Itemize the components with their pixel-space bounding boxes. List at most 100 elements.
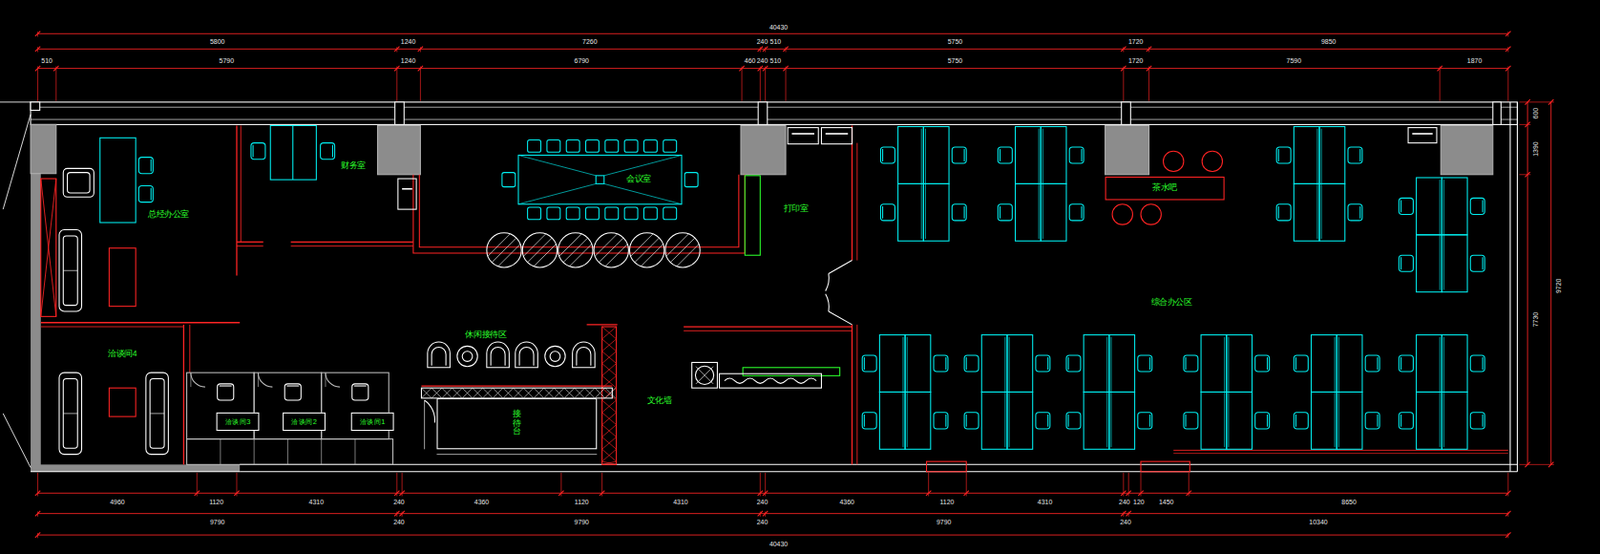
wall-hatch — [602, 338, 617, 352]
sofa-cushion — [63, 270, 78, 272]
chair — [1347, 147, 1363, 164]
wall-hatch — [602, 436, 617, 449]
extension-line — [1188, 472, 1190, 497]
extension-line — [1507, 31, 1509, 37]
wall-line — [291, 241, 414, 243]
chair — [1255, 355, 1270, 372]
bar-stool — [1112, 204, 1133, 225]
chair — [138, 186, 153, 203]
chair-back — [1482, 414, 1484, 427]
chair — [1035, 412, 1051, 429]
chair — [1365, 412, 1380, 429]
bench-divider — [320, 439, 322, 465]
fan-unit — [692, 361, 718, 388]
wall-hatch — [602, 461, 617, 464]
desk-screen — [906, 336, 908, 447]
extension-line — [759, 472, 761, 497]
chair-back — [1278, 148, 1280, 162]
dimension-text: 240 — [757, 38, 769, 45]
bench-divider — [287, 439, 289, 465]
extension-line — [1128, 511, 1130, 517]
dimension-text: 1720 — [1128, 58, 1143, 65]
exterior-line — [0, 101, 31, 103]
planter-line — [487, 233, 511, 257]
window-mullion — [757, 102, 768, 126]
chair-back — [1149, 414, 1151, 427]
planter — [629, 232, 664, 268]
window-opening — [1140, 461, 1190, 472]
chair-back — [1482, 357, 1484, 370]
room-label: 文化墙 — [646, 396, 674, 407]
chair — [1293, 355, 1308, 372]
planter-line — [594, 233, 618, 257]
dimension-text: 10340 — [1308, 519, 1327, 527]
band-cross — [472, 387, 484, 399]
chair-back — [1047, 414, 1049, 427]
desk — [1226, 335, 1253, 393]
chair — [1137, 355, 1153, 372]
wall-line — [183, 324, 185, 464]
room-label: 打印室 — [782, 204, 810, 215]
fan — [694, 365, 714, 384]
extension-line — [37, 65, 39, 101]
chair-back — [1185, 414, 1187, 427]
door-leaf — [828, 311, 853, 325]
wall-hatch — [602, 436, 617, 449]
dimension-tick — [418, 46, 423, 52]
chair — [1470, 412, 1485, 429]
wall-hatch — [602, 338, 617, 352]
band-cross — [605, 387, 616, 399]
chair — [1276, 204, 1291, 221]
side-table — [549, 351, 561, 362]
dimension-text: 8650 — [1341, 498, 1356, 506]
extension-line — [1122, 511, 1124, 517]
desk — [1336, 391, 1363, 449]
dimension-text: 7730 — [1532, 312, 1539, 327]
dimension-text: 7590 — [1286, 58, 1302, 65]
lounge-chair-seat — [576, 346, 591, 365]
desk — [1083, 391, 1110, 449]
window-mullion — [395, 102, 405, 126]
band-cross — [442, 387, 453, 399]
dimension-tick — [1505, 510, 1511, 516]
window-sill — [1173, 449, 1509, 451]
desk — [923, 183, 949, 241]
chair-back — [999, 206, 1001, 219]
planter-line — [559, 233, 583, 257]
chair-back — [1068, 357, 1070, 370]
desk-screen — [1443, 179, 1445, 290]
extension-line — [1519, 124, 1532, 126]
extension-line — [401, 472, 403, 497]
dimension-text: 1240 — [400, 58, 416, 65]
dimension-text: 460 — [744, 58, 757, 65]
dimension-tick — [1120, 46, 1126, 52]
fan-blade — [695, 366, 714, 384]
office-chair — [63, 168, 94, 197]
dimension-text: 240 — [1119, 519, 1132, 527]
band-cross — [462, 387, 473, 399]
band-cross — [584, 387, 595, 399]
chair-back — [150, 188, 152, 201]
wall-hatch — [602, 351, 617, 364]
extension-line — [420, 65, 422, 101]
extension-line — [37, 31, 39, 37]
chair-back — [1278, 206, 1280, 219]
wall-hatch — [602, 412, 617, 425]
room-label: 会议室 — [625, 174, 653, 186]
chair-back — [964, 148, 966, 162]
chair — [605, 139, 619, 152]
room-name: 洽谈间3 — [225, 417, 252, 425]
desk — [1416, 391, 1443, 449]
desk-screen — [1338, 336, 1340, 447]
desk — [1007, 335, 1033, 393]
dimension-tick — [1146, 46, 1152, 52]
door-leaf — [189, 372, 191, 387]
chair-back — [1080, 206, 1082, 219]
chair — [284, 383, 301, 400]
extension-line — [396, 46, 398, 52]
dimension-text: 240 — [393, 498, 405, 506]
band-cross — [594, 387, 606, 399]
chair — [1137, 412, 1153, 429]
chair — [586, 139, 600, 152]
band-cross — [442, 387, 453, 399]
